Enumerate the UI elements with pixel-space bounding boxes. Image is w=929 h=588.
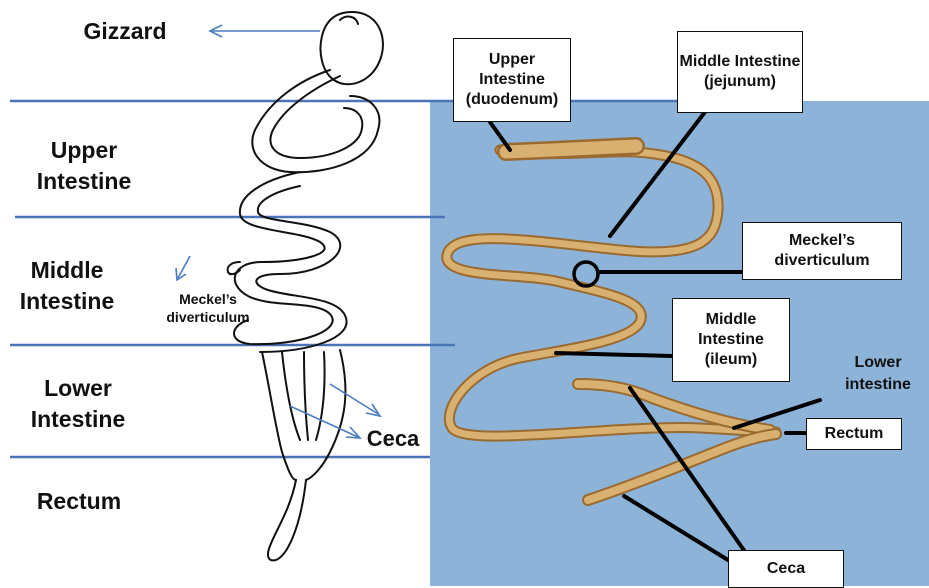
callout-middle-ileum: Middle Intestine (ileum)	[672, 298, 790, 382]
ceca-arrow-1	[330, 384, 378, 414]
callout-upper-duodenum: Upper Intestine (duodenum)	[453, 38, 571, 122]
sketch-ceca-3	[316, 352, 325, 440]
sketch-ceca-2	[304, 352, 308, 440]
section-label-lower-intestine: Lower Intestine	[18, 373, 138, 435]
sketch-gizzard-fold	[340, 17, 358, 24]
section-label-upper-intestine: Upper Intestine	[24, 135, 144, 197]
sketch-gizzard	[321, 12, 383, 84]
callout-middle-jejunum: Middle Intestine (jejunum)	[677, 31, 803, 113]
sketch-upper-loop-inner	[270, 76, 362, 158]
section-label-middle-intestine: Middle Intestine	[8, 255, 126, 317]
callout-meckels: Meckel’s diverticulum	[742, 222, 902, 280]
photo-duodenum	[506, 146, 636, 152]
callout-ceca: Ceca	[728, 550, 844, 588]
sketch-lower-outer	[262, 352, 296, 480]
sketch-meckel-stub	[228, 262, 240, 274]
ceca-arrow-2	[290, 406, 358, 437]
label-lower-intestine: Lower intestine	[830, 352, 926, 396]
sketch-lower-inner	[306, 350, 345, 480]
sketch-ceca-1	[282, 352, 300, 440]
section-label-rectum: Rectum	[18, 486, 140, 517]
sketch-label-ceca: Ceca	[358, 425, 428, 453]
section-label-gizzard: Gizzard	[62, 16, 188, 47]
sketch-middle-coil-inner	[256, 186, 346, 352]
sketch-tract	[228, 12, 383, 560]
sketch-rectum	[268, 480, 306, 560]
callout-rectum: Rectum	[806, 418, 902, 450]
sketch-label-meckels: Meckel’s diverticulum	[160, 290, 256, 326]
